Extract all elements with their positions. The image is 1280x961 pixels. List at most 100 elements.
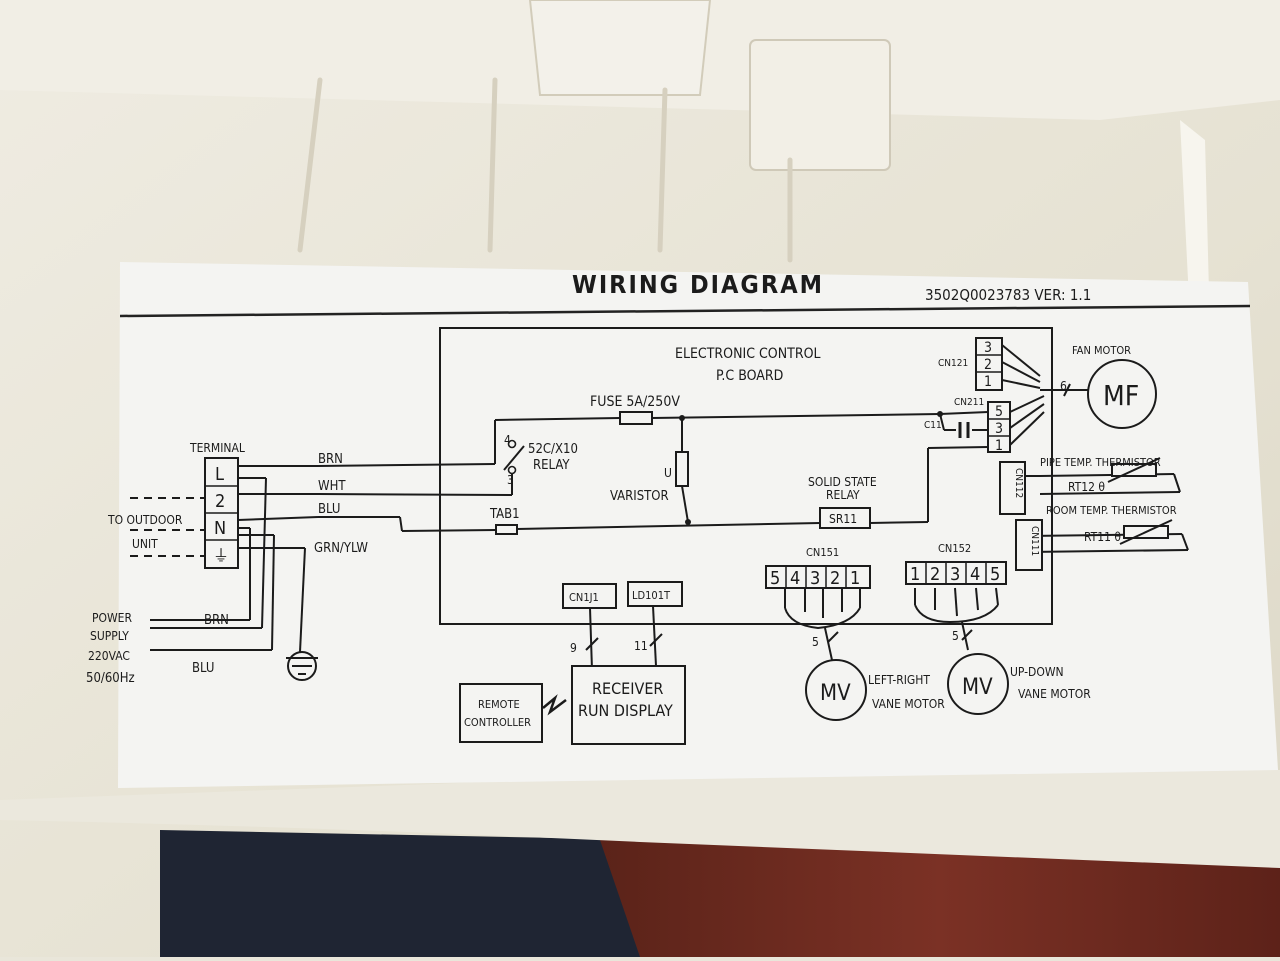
lr-vane-label-1: LEFT-RIGHT: [868, 673, 930, 687]
wire-blu-label: BLU: [318, 502, 340, 517]
cn121-pin-2: 2: [984, 357, 992, 373]
fan-motor-symbol: MF: [1103, 379, 1139, 412]
rt12-label: RT12 θ: [1068, 480, 1105, 494]
rt11-label: RT11 θ: [1084, 530, 1121, 544]
cn151-pin-1: 1: [850, 568, 860, 589]
cn211-pin-1: 1: [995, 438, 1003, 454]
relay-label: RELAY: [533, 458, 570, 473]
terminal-pin-earth: ⏚: [213, 546, 229, 565]
cn111-label: CN111: [1029, 526, 1040, 556]
cn151-block: [765, 565, 871, 589]
terminal-pin-2: 2: [215, 491, 225, 512]
cn121-block: [975, 337, 1003, 391]
terminal-pin-l: L: [215, 464, 224, 485]
receiver-label-2: RUN DISPLAY: [578, 701, 673, 720]
ssr-label-1: SOLID STATE: [808, 475, 877, 489]
cn111-block: [1015, 519, 1043, 571]
power-blu-label: BLU: [192, 661, 214, 676]
tab1-label: TAB1: [489, 507, 520, 522]
wire-grn-ylw-label: GRN/YLW: [314, 541, 368, 556]
outdoor-label-2: UNIT: [132, 537, 158, 551]
label-header: WIRING DIAGRAM 3502Q0023783 VER: 1.1: [119, 270, 1251, 318]
terminal-title: TERMINAL: [189, 441, 245, 455]
ld101t-wire-count: 11: [634, 639, 648, 653]
cn211-label: CN211: [954, 397, 984, 408]
varistor-symbol: [675, 451, 689, 487]
cn151-label: CN151: [806, 546, 839, 559]
ud-vane-label-1: UP-DOWN: [1010, 665, 1064, 679]
circuit-lines: [130, 327, 1189, 716]
cn1j1-box: [562, 583, 617, 609]
cn211-block: [987, 401, 1011, 453]
lr-vane-label-2: VANE MOTOR: [872, 697, 945, 711]
cn152-pin-5: 5: [990, 564, 1000, 585]
lr-vane-motor-symbol: MV: [820, 681, 851, 706]
cn112-label: CN112: [1013, 468, 1024, 498]
wire-brn-label: BRN: [318, 452, 343, 467]
power-label-1: POWER: [92, 611, 133, 625]
cn121-pin-1: 1: [984, 374, 992, 390]
sr11-label: SR11: [829, 512, 857, 526]
cn121-pin-3: 3: [984, 340, 992, 356]
pcb-label-1: ELECTRONIC CONTROL: [675, 346, 821, 362]
ud-vane-motor-circle: [947, 653, 1009, 715]
varistor-mark: U: [664, 466, 672, 480]
ssr-label-2: RELAY: [826, 488, 860, 502]
power-label-2: SUPPLY: [90, 629, 129, 643]
cn1j1-wire-count: 9: [570, 641, 577, 655]
ld101t-box: [627, 581, 683, 607]
wire-wht-label: WHT: [318, 479, 346, 494]
lr-vane-motor-circle: [805, 659, 867, 721]
ld101t-label: LD101T: [632, 589, 671, 602]
pipe-thermistor-label: PIPE TEMP. THERMISTOR: [1040, 456, 1161, 469]
cn152-pin-3: 3: [950, 564, 960, 585]
fuse-label: FUSE 5A/250V: [590, 394, 680, 410]
fan-motor-label: FAN MOTOR: [1072, 344, 1131, 357]
cn211-pin-5: 5: [995, 404, 1003, 420]
relay-pin-4: 4: [504, 433, 511, 447]
diagram-labels: ELECTRONIC CONTROL P.C BOARD FUSE 5A/250…: [86, 340, 1177, 729]
model-version: 3502Q0023783 VER: 1.1: [925, 286, 1091, 304]
junction-dots: [679, 411, 943, 525]
cn121-label: CN121: [938, 358, 968, 369]
cn152-wire-count: 5: [952, 629, 959, 643]
cn112-block: [999, 461, 1026, 515]
cn151-pin-2: 2: [830, 568, 840, 589]
outdoor-label-1: TO OUTDOOR: [107, 513, 183, 527]
relay-contact-label: 52C/X10: [528, 442, 578, 457]
cn152-label: CN152: [938, 542, 971, 555]
cn151-pin-3: 3: [810, 568, 820, 589]
side-fin: [1180, 120, 1210, 330]
sr11-box: [819, 507, 871, 529]
power-label-4: 50/60Hz: [86, 671, 135, 686]
cn211-pin-3: 3: [995, 421, 1003, 437]
housing-ribs: [297, 77, 793, 263]
molded-clip: [749, 39, 891, 171]
tab1-symbol: [495, 524, 518, 535]
fan-motor-circle: [1087, 359, 1157, 429]
capacitor-plates: [958, 422, 970, 438]
power-brn-label: BRN: [204, 613, 229, 628]
cn152-pin-2: 2: [930, 564, 940, 585]
cn152-block: [905, 561, 1007, 585]
ud-vane-label-2: VANE MOTOR: [1018, 687, 1091, 701]
remote-label-2: CONTROLLER: [464, 716, 531, 729]
fuse-symbol: [619, 411, 653, 425]
terminal-pin-n: N: [214, 518, 226, 539]
room-thermistor-label: ROOM TEMP. THERMISTOR: [1046, 504, 1177, 517]
cn152-pin-1: 1: [910, 564, 920, 585]
power-label-3: 220VAC: [88, 649, 130, 663]
relay-pin-3: 3: [507, 473, 514, 487]
cn152-pin-4: 4: [970, 564, 980, 585]
component-boxes: [204, 337, 1169, 745]
header-divider: [119, 304, 1251, 318]
wood-surface: [600, 840, 1280, 957]
remote-label-1: REMOTE: [478, 698, 520, 711]
relay-contacts: [507, 439, 517, 475]
ud-vane-motor-symbol: MV: [962, 675, 993, 700]
molded-socket: [528, 0, 712, 96]
cn1j1-label: CN1J1: [569, 591, 599, 604]
remote-box: [459, 683, 543, 743]
label-title: WIRING DIAGRAM: [572, 270, 824, 299]
